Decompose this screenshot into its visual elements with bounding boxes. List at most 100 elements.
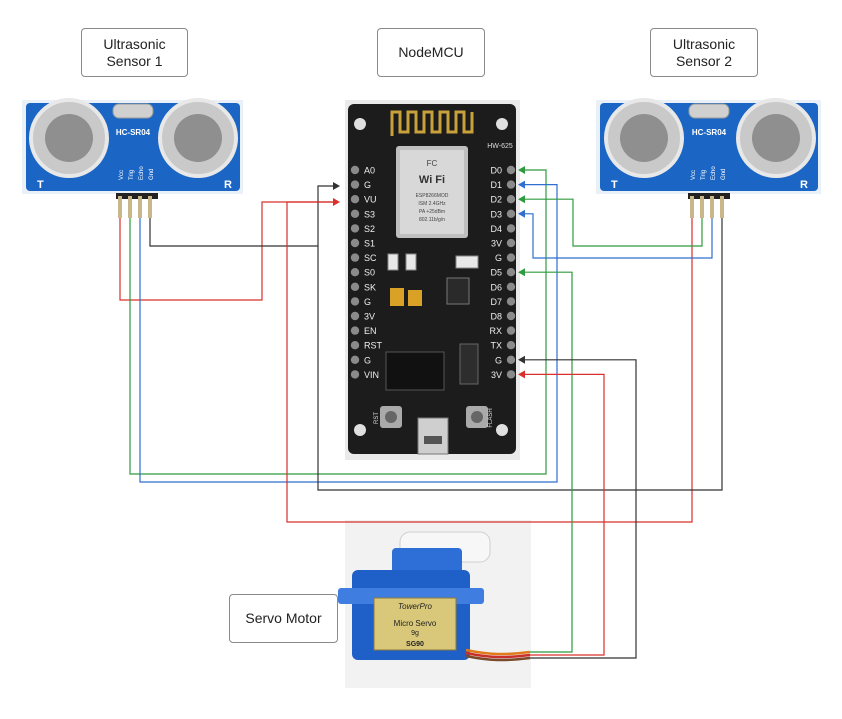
right-header-pin [506,195,516,204]
servo-line-2: 9g [411,630,419,637]
mounting-hole [354,424,366,436]
micro-usb-opening [424,436,442,444]
transducer-left-mesh [45,114,93,162]
trig-pin [700,196,704,218]
trig-pin [128,196,132,218]
wire-arrowhead [518,209,525,218]
right-header-pin [506,253,516,262]
vcc-pin [118,196,122,218]
servo-cable-ground [465,654,531,662]
chip-line-2: ISM 2.4GHz [418,201,446,207]
sensor-pin-label: Echo [711,166,717,180]
left-header-pin [350,195,360,204]
crystal-oscillator [688,103,730,119]
sensor-pin-label: Trig [701,170,707,180]
crystal-oscillator [112,103,154,119]
servo-motor: TowerPro Micro Servo 9g SG90 [338,520,531,688]
sensor-model-label: HC-SR04 [692,128,727,137]
servo-cable-power [465,651,531,659]
left-pin-label: RST [364,341,383,351]
transmitter-mark: T [37,179,44,191]
voltage-regulator [446,277,470,305]
left-header-pin [350,341,360,350]
left-header-pin [350,253,360,262]
smd-component [387,253,399,271]
pin-headers: A0GVUS3S2S1SCS0SKG3VENRSTGVIND0D1D2D3D43… [350,165,516,380]
smd-component [455,255,479,269]
mounting-hole [496,424,508,436]
left-pin-label: G [364,355,371,365]
board-model-label: HW-625 [487,143,513,150]
wire-s1-echo-to-d1 [139,184,558,483]
left-pin-label: VIN [364,370,379,380]
servo-cable-signal [465,648,531,656]
right-header-pin [506,297,516,306]
pin-header-base [688,193,730,199]
wire-arrowhead [518,370,525,379]
right-pin-label: G [495,355,502,365]
left-pin-label: S2 [364,224,375,234]
fcc-mark: FC [427,159,438,168]
right-header-pin [506,370,516,379]
tantalum-capacitor [390,288,404,306]
left-header-pin [350,165,360,175]
chip-line-1: ESP8266MOD [416,193,449,199]
left-pin-label: EN [364,326,377,336]
wire-servo-power-to-3v [520,373,605,656]
wire-s1-trig-to-d0 [129,169,547,475]
right-pin-label: D3 [490,209,502,219]
left-header-pin [350,326,360,335]
right-pin-label: D2 [490,195,502,205]
tantalum-capacitor [408,290,422,306]
echo-pin [710,196,714,218]
pin-header-base [116,193,158,199]
sensor-model-label: HC-SR04 [116,128,151,137]
right-pin-label: 3V [491,239,502,249]
right-header-pin [506,180,516,189]
left-header-pin [350,297,360,306]
right-pin-label: D1 [490,180,502,190]
left-header-pin [350,224,360,233]
right-pin-label: RX [489,326,502,336]
left-pin-label: SK [364,282,376,292]
right-pin-label: G [495,253,502,263]
left-pin-label: SC [364,253,377,263]
gnd-pin [148,196,152,218]
receiver-mark: R [224,179,232,191]
left-header-pin [350,282,360,291]
left-pin-label: S1 [364,239,375,249]
servo-model: SG90 [406,641,424,648]
sensor-pin-label: Vcc [691,170,697,180]
chip-line-3: PA +25dBm [419,209,445,215]
servo-line-1: Micro Servo [394,619,437,628]
wire-arrowhead [518,195,525,204]
sensor-pin-label: Vcc [119,170,125,180]
right-pin-label: TX [490,341,502,351]
right-pin-label: D5 [490,268,502,278]
chip-line-4: 802.11b/g/n [419,217,445,223]
right-pin-label: D0 [490,166,502,176]
vcc-pin [690,196,694,218]
rst-button-label: RST [374,412,380,424]
nodemcu-board: FC Wi Fi ESP8266MOD ISM 2.4GHz PA +25dBm… [345,100,520,460]
rst-button-cap [385,411,397,423]
sensor-1-label: Ultrasonic Sensor 1 [81,28,188,77]
servo-sticker [373,597,457,651]
transducer-right-mesh [752,114,800,162]
transducer-right-mesh [174,114,222,162]
left-header-pin [350,370,360,379]
gnd-pin [720,196,724,218]
wire-s2-vcc-to-vu [286,201,693,523]
right-header-pin [506,282,516,291]
wire-arrowhead [518,166,525,174]
left-pin-label: A0 [364,166,375,176]
left-header-pin [350,209,360,218]
left-pin-label: S3 [364,209,375,219]
wire-servo-signal-to-d5 [520,271,573,653]
right-header-pin [506,326,516,335]
sensor-pin-label: Trig [129,170,135,180]
transmitter-mark: T [611,179,618,191]
